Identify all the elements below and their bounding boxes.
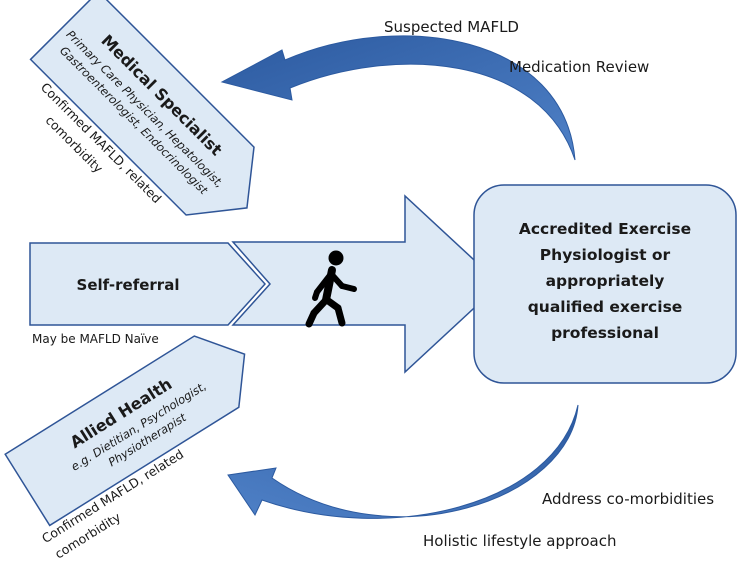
bottom-feedback-curved-arrow xyxy=(227,404,579,519)
top-feedback-label-1: Suspected MAFLD xyxy=(384,18,519,36)
self-referral-note: May be MAFLD Naïve xyxy=(32,332,159,346)
exercise-professional-line-5: professional xyxy=(551,324,659,342)
exercise-professional-line-4: qualified exercise xyxy=(528,298,683,316)
self-referral-box: Self-referral xyxy=(29,242,267,326)
walking-person-icon xyxy=(305,250,357,328)
exercise-professional-line-2: Physiologist or xyxy=(540,246,671,264)
exercise-professional-line-1: Accredited Exercise xyxy=(519,220,691,238)
self-referral-title: Self-referral xyxy=(77,276,180,294)
top-feedback-curved-arrow xyxy=(220,35,576,161)
allied-health-box: Allied Health e.g. Dietitian, Psychologi… xyxy=(4,335,246,527)
central-referral-arrow xyxy=(231,194,502,374)
bottom-feedback-label-2: Holistic lifestyle approach xyxy=(423,532,616,550)
exercise-professional-box: Accredited Exercise Physiologist or appr… xyxy=(473,184,737,384)
exercise-professional-line-3: appropriately xyxy=(546,272,665,290)
medical-specialist-box: Medical Specialist Primary Care Physicia… xyxy=(29,0,255,216)
bottom-feedback-label-1: Address co-morbidities xyxy=(542,490,714,508)
top-feedback-label-2: Medication Review xyxy=(509,58,649,76)
